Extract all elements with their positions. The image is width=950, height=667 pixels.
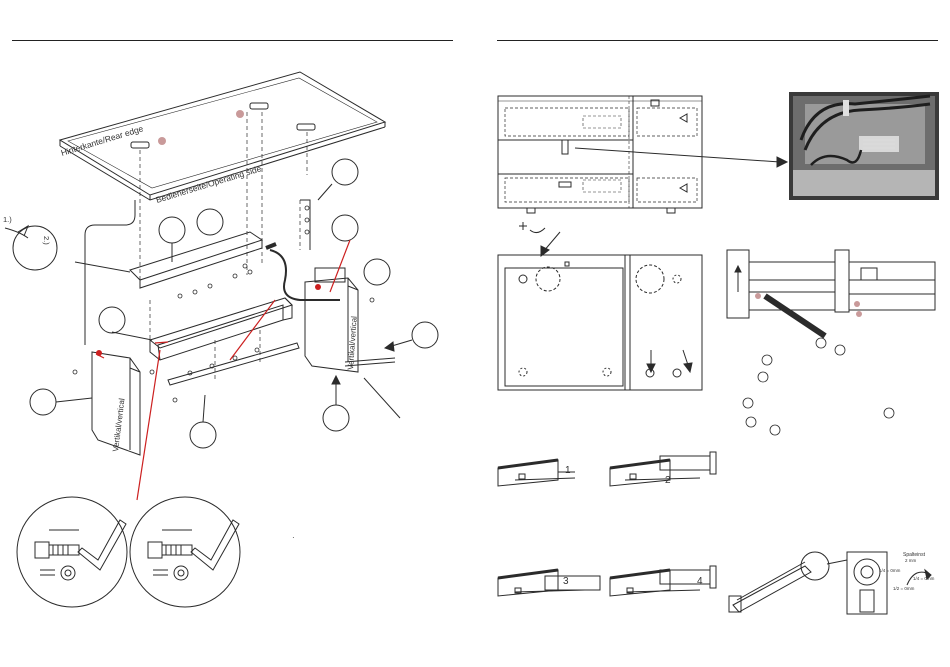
- cable-photo: [789, 92, 939, 200]
- right-page: 1 2 3 4 Spalteinst 2 mm 1/4 = 0mm 1/4 = …: [475, 0, 950, 667]
- slide-step-2: [610, 452, 716, 486]
- rotation-label-1: 1.): [3, 215, 12, 224]
- callouts: [30, 159, 438, 448]
- side-view-diagram: [498, 255, 702, 390]
- vertical-label-left: Vertikal/vertical: [111, 398, 127, 453]
- marker-dot-1: [158, 137, 166, 145]
- spacing-value-4: 2 mm: [905, 558, 917, 563]
- spacing-value-2: 1/4 = 0mm: [913, 576, 935, 581]
- spacing-value-1: 1/4 = 0mm: [879, 568, 901, 573]
- detail-mark: ·: [292, 533, 295, 542]
- marker-dot-2: [236, 110, 244, 118]
- detail-circles: [17, 497, 240, 607]
- slide-step-1-label: 1: [565, 465, 571, 476]
- slide-step-3: [498, 570, 600, 596]
- slide-step-4-label: 4: [697, 576, 703, 587]
- slide-step-3-label: 3: [563, 576, 569, 587]
- rotation-label-2: 2.): [42, 236, 51, 245]
- slide-step-2-label: 2: [665, 475, 671, 486]
- operating-side-label: Bedienerseite/Operating side: [155, 163, 263, 205]
- runner-adjust-detail: [729, 552, 931, 614]
- spacing-value-3: 1/2 = 0mm: [893, 586, 915, 591]
- installation-steps: 1 2 3 4 Spalteinst 2 mm 1/4 = 0mm 1/4 = …: [475, 0, 950, 667]
- slide-step-1: [498, 460, 575, 486]
- slide-detail-images: [727, 250, 935, 336]
- assembly-exploded-view: Hinterkante/Rear edge Bedienerseite/Oper…: [0, 0, 475, 667]
- left-page: Hinterkante/Rear edge Bedienerseite/Oper…: [0, 0, 475, 667]
